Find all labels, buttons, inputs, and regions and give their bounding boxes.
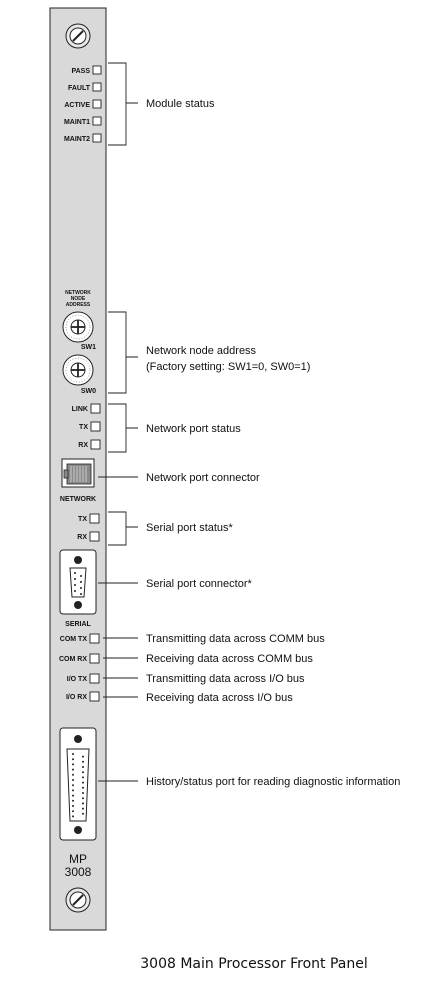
bracket-network-node-address (108, 311, 138, 394)
db25-pin (72, 789, 74, 792)
led-label-active: ACTIVE (64, 102, 90, 109)
bracket-serial-port-status (108, 511, 138, 546)
node-address-label-3: ADDRESS (66, 302, 91, 308)
db25-pin (82, 771, 84, 774)
model-label-line2: 3008 (65, 865, 92, 879)
model-label-line1: MP (69, 852, 87, 866)
led-serial-tx (89, 513, 100, 524)
db25-pin (72, 799, 74, 802)
led-serial-rx (89, 531, 100, 542)
callout-module-status: Module status (146, 98, 215, 110)
db25-pin (72, 815, 74, 818)
db25-pin (72, 779, 74, 781)
led-active (92, 99, 102, 109)
callout-history-port: History/status port for reading diagnost… (146, 776, 400, 788)
db25-pin (82, 766, 84, 768)
callout-network-port-connector: Network port connector (146, 472, 260, 484)
led-label-link: LINK (72, 406, 88, 413)
db25-pin (72, 768, 74, 771)
db25-pin (82, 760, 84, 763)
callout-network-port-status: Network port status (146, 423, 241, 435)
led-net-rx (90, 439, 101, 450)
callout-io-rx: Receiving data across I/O bus (146, 692, 293, 704)
callout-io-tx: Transmitting data across I/O bus (146, 673, 305, 685)
led-io-rx (89, 691, 100, 702)
rotary-switch-sw1-icon (62, 311, 94, 343)
callout-com-tx: Transmitting data across COMM bus (146, 633, 325, 645)
led-label-net-tx: TX (79, 424, 88, 431)
led-com-rx (89, 653, 100, 664)
led-label-maint1: MAINT1 (64, 119, 90, 126)
db25-pin (82, 797, 84, 800)
node-address-label-1: NETWORK (65, 290, 91, 296)
db25-pin (82, 776, 84, 779)
network-connector-label: NETWORK (60, 496, 96, 503)
led-maint2 (92, 133, 102, 143)
switch-label-sw1: SW1 (81, 344, 96, 351)
led-label-pass: PASS (71, 68, 90, 75)
db25-pin (72, 758, 74, 761)
callout-factory-setting: (Factory setting: SW1=0, SW0=1) (146, 361, 310, 373)
db25-history-port-icon (59, 727, 97, 841)
led-label-com-tx: COM TX (60, 636, 88, 643)
led-label-serial-tx: TX (78, 516, 87, 523)
db25-pins (72, 753, 84, 818)
led-label-com-rx: COM RX (59, 656, 87, 663)
led-com-tx (89, 633, 100, 644)
bracket-module-status (108, 62, 138, 146)
rotary-switch-sw0-icon (62, 354, 94, 386)
led-label-serial-rx: RX (77, 534, 87, 541)
led-fault (92, 82, 102, 92)
db25-pin (82, 786, 84, 789)
led-label-net-rx: RX (78, 442, 88, 449)
switch-label-sw0: SW0 (81, 388, 96, 395)
led-net-tx (90, 421, 101, 432)
figure-caption: 3008 Main Processor Front Panel (140, 956, 367, 972)
db25-pin (72, 810, 74, 813)
callout-com-rx: Receiving data across COMM bus (146, 653, 313, 665)
db25-pin (82, 802, 84, 805)
db25-pin (82, 807, 84, 810)
led-label-io-rx: I/O RX (66, 694, 87, 701)
led-maint1 (92, 116, 102, 126)
rj45-connector-icon (61, 458, 95, 488)
db25-pin (72, 763, 74, 766)
callout-serial-port-status: Serial port status* (146, 522, 234, 534)
db25-pin (82, 812, 84, 815)
db25-pin (72, 773, 74, 776)
node-address-label-2: NODE (71, 296, 86, 302)
db25-pin (82, 755, 84, 758)
db25-pin (72, 784, 74, 787)
led-pass (92, 65, 102, 75)
db25-pin (82, 781, 84, 784)
serial-connector-label: SERIAL (65, 621, 91, 628)
bottom-screw-icon (65, 887, 91, 913)
led-label-io-tx: I/O TX (67, 676, 88, 683)
db25-pin (72, 753, 74, 755)
led-link (90, 403, 101, 414)
top-screw-icon (65, 23, 91, 49)
callout-serial-port-connector: Serial port connector* (146, 578, 252, 590)
led-label-maint2: MAINT2 (64, 136, 90, 143)
led-label-fault: FAULT (68, 85, 91, 92)
db9-serial-connector-icon (59, 549, 97, 615)
db25-pin (82, 792, 84, 794)
db25-pin (72, 805, 74, 807)
callout-network-node-address: Network node address (146, 345, 257, 357)
db25-pin (72, 794, 74, 797)
bracket-network-port-status (108, 403, 138, 453)
led-io-tx (89, 673, 100, 684)
